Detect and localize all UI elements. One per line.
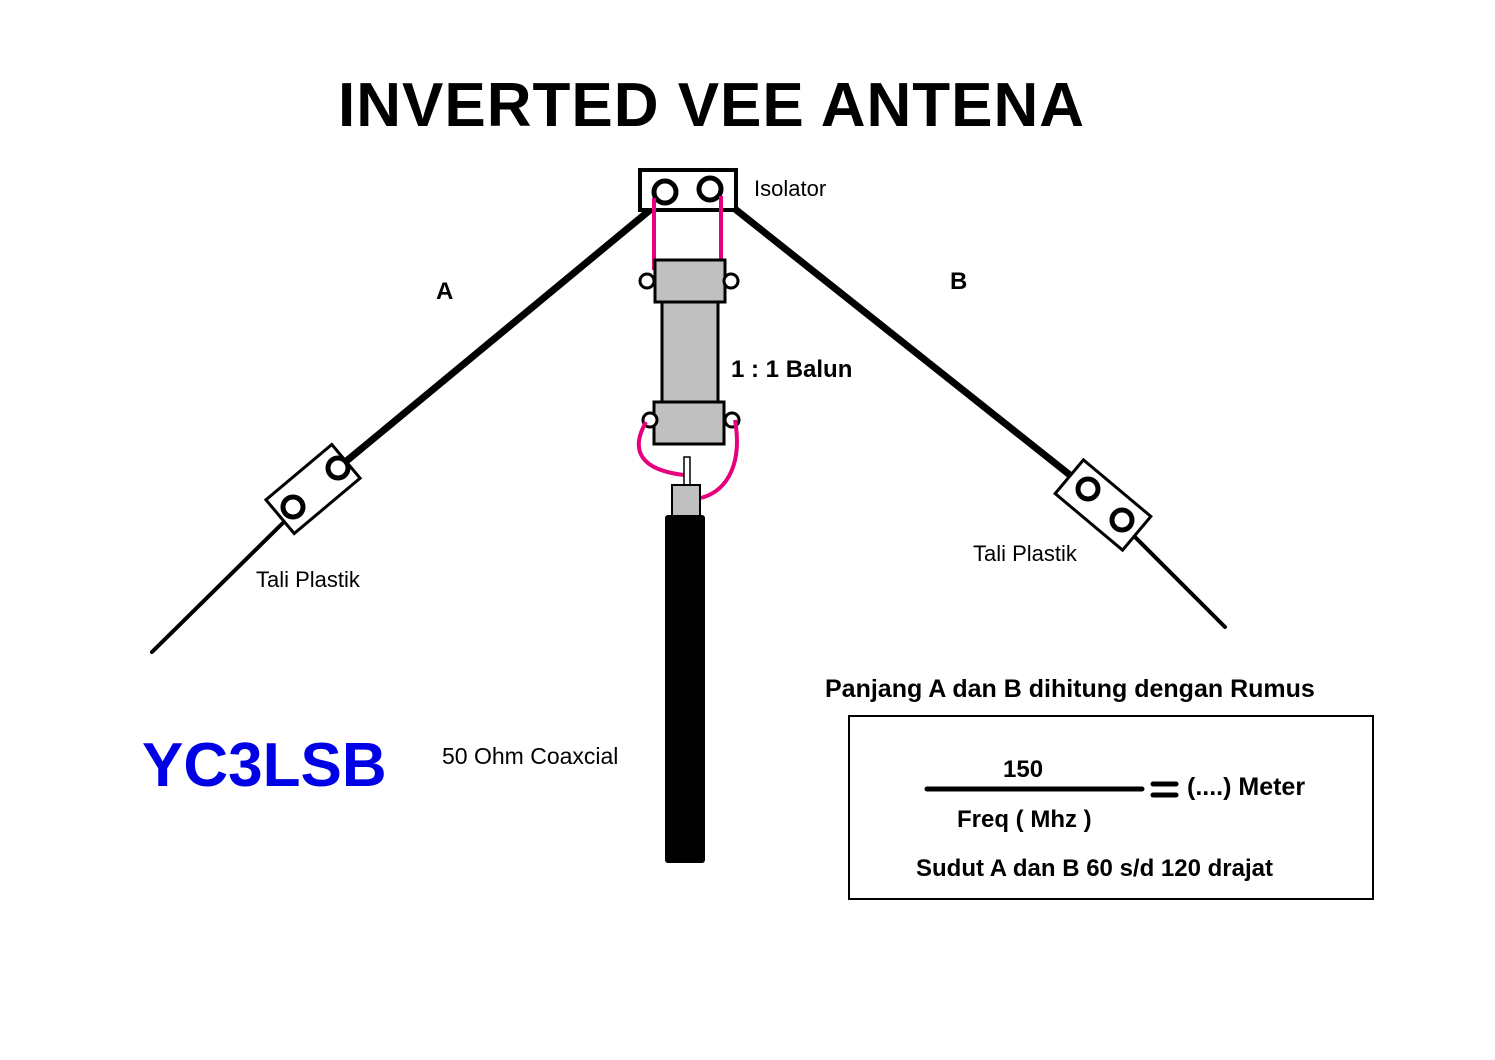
jumper-bottom-left	[636, 421, 685, 477]
coax-label: 50 Ohm Coaxcial	[442, 743, 619, 769]
angle-note: Sudut A dan B 60 s/d 120 drajat	[916, 855, 1273, 882]
tali-left-rope	[150, 511, 295, 654]
diagram-title: INVERTED VEE ANTENA	[338, 71, 1086, 140]
balun	[638, 258, 741, 446]
formula-numerator: 150	[1003, 756, 1044, 783]
formula-denominator: Freq ( Mhz )	[957, 806, 1092, 833]
coax-connector	[671, 456, 701, 518]
tali-plastik-left-label: Tali Plastik	[256, 567, 360, 592]
leg-a-label: A	[436, 278, 454, 305]
isolator-label: Isolator	[754, 176, 827, 201]
callsign: YC3LSB	[142, 731, 387, 800]
leg-b-wire	[726, 201, 1089, 491]
coax-cable	[665, 515, 705, 863]
jumper-bottom-right	[700, 419, 739, 500]
tali-right-rope	[1121, 523, 1227, 629]
tali-plastik-right-label: Tali Plastik	[973, 541, 1077, 566]
formula-box	[848, 715, 1374, 900]
balun-label: 1 : 1 Balun	[731, 356, 853, 383]
formula-result: (....) Meter	[1187, 773, 1306, 801]
right-end-insulator	[1053, 457, 1153, 553]
leg-a-wire	[334, 206, 654, 472]
left-end-insulator	[263, 442, 363, 536]
leg-b-label: B	[950, 268, 968, 295]
formula-heading: Panjang A dan B dihitung dengan Rumus	[825, 675, 1315, 703]
